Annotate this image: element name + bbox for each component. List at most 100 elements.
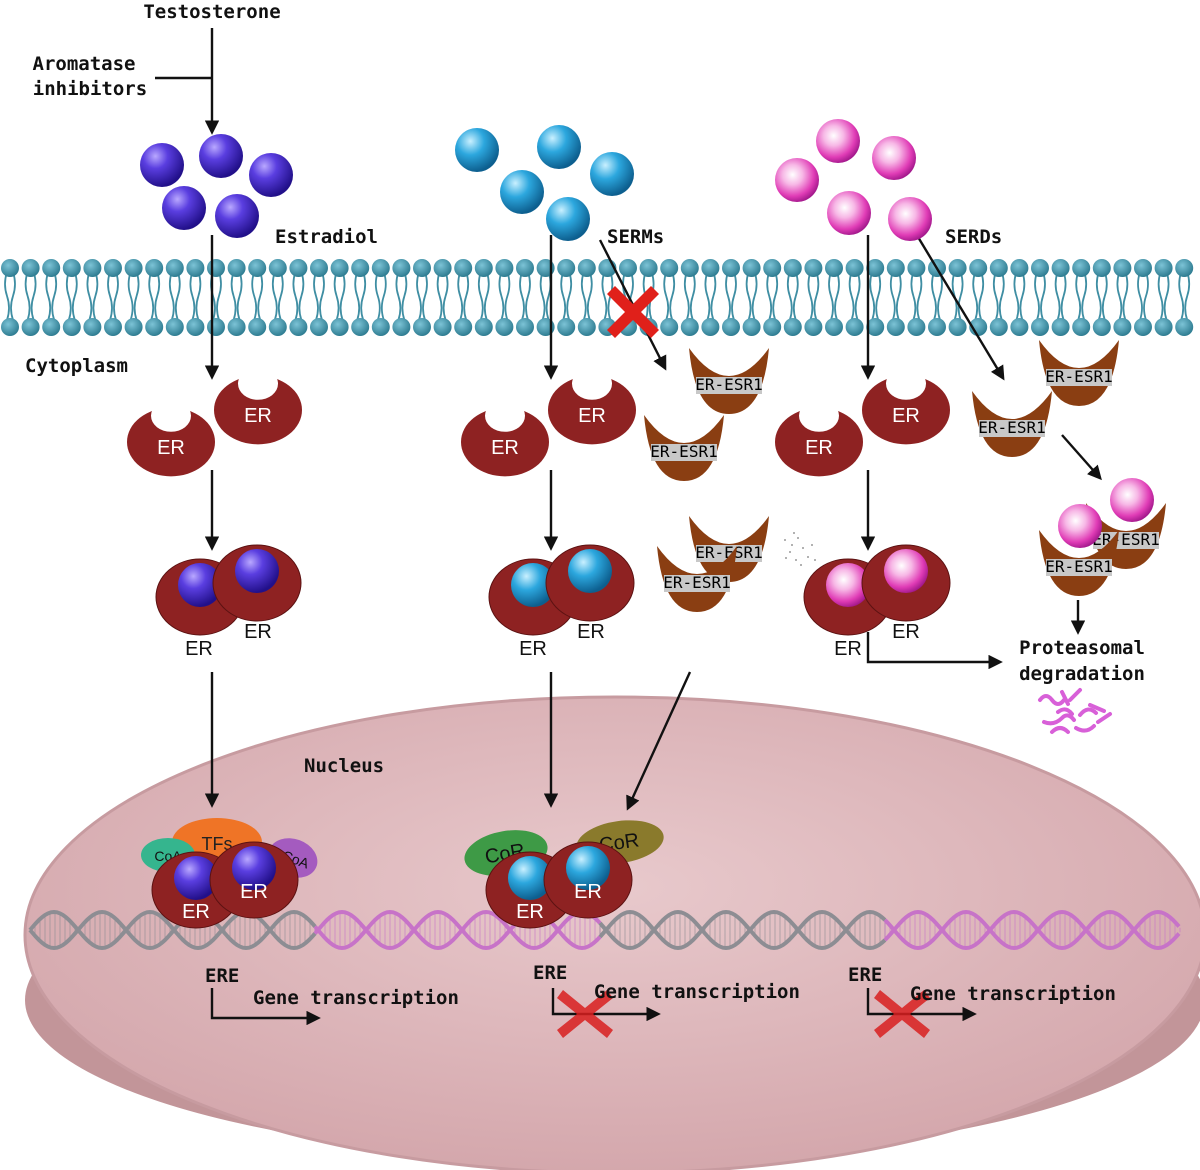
lipid-tail (380, 271, 387, 321)
lipid-tail (1081, 271, 1088, 321)
er-esr1-receptor: ER-ESR1 (689, 516, 769, 582)
lipid-tail (1075, 271, 1082, 321)
er-label: ER (805, 437, 833, 459)
serds-label: SERDs (945, 226, 1002, 248)
lipid-tail (725, 271, 731, 321)
esr1-label-bg (651, 444, 717, 461)
gene-transcription-label-3: Gene transcription (910, 983, 1116, 1005)
lipid-tail (45, 271, 52, 321)
er-outer-label-2a: ER (519, 638, 547, 660)
protein-fragments (1038, 688, 1112, 734)
lipid-tail (4, 271, 10, 321)
lipid-head (42, 318, 61, 336)
lipid-head (783, 318, 802, 336)
lipid-head (454, 318, 473, 336)
lipid-tail (580, 271, 587, 321)
lipid-head (104, 259, 122, 277)
lipid-tail (1116, 271, 1123, 321)
lipid-head (907, 259, 926, 277)
lipid-tail (813, 271, 820, 321)
er-outer-label-3a: ER (834, 638, 862, 660)
er-body (548, 375, 636, 445)
lipid-head (1092, 259, 1111, 277)
lipid-tail (1101, 271, 1108, 321)
tfs-label: TFs (202, 834, 233, 854)
lipid-head (557, 318, 576, 336)
er-esr1-receptor: ER-ESR1 (657, 546, 737, 612)
lipid-tail (10, 271, 16, 321)
lipid-head (165, 318, 184, 336)
lipid-head (351, 318, 370, 336)
er-esr1-receptor: ER-ESR1 (644, 415, 724, 481)
lipid-head (742, 318, 761, 336)
er-receptor-2a: ER (461, 399, 549, 477)
lipid-tail (107, 271, 113, 321)
bound-serd (1058, 504, 1102, 548)
er-esr1-receptor: ER-ESR1 (972, 391, 1052, 457)
er-label: ER (516, 901, 544, 923)
er-outer-label-1b: ER (244, 621, 272, 643)
serd-molecule (775, 158, 819, 202)
bound-ligand (884, 549, 928, 593)
lipid-head (1113, 318, 1132, 336)
arrow-gene-transcription-2 (551, 988, 661, 1022)
lipid-head (1092, 318, 1111, 336)
arrow-gene-transcription-3 (866, 988, 977, 1022)
estradiol-label: Estradiol (275, 226, 378, 248)
er-esr1-receptor: ER-ESR1 (1039, 340, 1119, 406)
lipid-head (371, 259, 390, 277)
dna-backbone (598, 909, 887, 951)
lipid-tail (168, 271, 175, 321)
lipid-tail (1060, 271, 1067, 321)
lipid-head (1031, 259, 1049, 277)
lipid-tail (86, 271, 93, 321)
lipid-head (948, 318, 967, 336)
lipid-tail (71, 271, 78, 321)
lipid-head (289, 318, 308, 336)
lipid-tail (895, 271, 902, 321)
lipid-tail (395, 271, 402, 321)
lipid-tail (869, 271, 876, 321)
lipid-tail (828, 271, 834, 321)
er-label: ER (244, 405, 272, 427)
lipid-tail (24, 271, 31, 321)
lipid-tail (298, 271, 305, 321)
er-body (461, 407, 549, 477)
lipid-tail (174, 271, 181, 321)
lipid-tail (148, 271, 155, 321)
lipid-tail (339, 271, 346, 321)
lipid-tail (374, 271, 381, 321)
er-binding-site (572, 367, 612, 400)
lipid-tail (848, 271, 855, 321)
lipid-head (186, 259, 205, 277)
lipid-head (783, 259, 802, 277)
lipid-tail (525, 271, 531, 321)
lipid-head (124, 259, 143, 277)
lipid-tail (834, 271, 840, 321)
bound-ligand (232, 846, 276, 890)
lipid-head (268, 259, 287, 277)
er-binding-site (799, 399, 839, 432)
lipid-head (577, 259, 596, 277)
lipid-tail (807, 271, 814, 321)
lipid-head (145, 259, 164, 277)
lipid-tail (992, 271, 999, 321)
esr1-label-bg (1046, 559, 1112, 576)
lipid-tail (1122, 271, 1129, 321)
lipid-tail (1054, 271, 1061, 321)
lipid-head (1134, 259, 1152, 277)
lipid-tail (786, 271, 793, 321)
lipid-tail (1163, 271, 1170, 321)
lipid-head (1072, 259, 1091, 277)
esr1-label: ER-ESR1 (1045, 557, 1112, 576)
lipid-tail (566, 271, 573, 321)
dna-strand (28, 909, 1181, 951)
lipid-head (433, 318, 452, 336)
estradiol-molecule (140, 143, 184, 187)
lipid-tail (195, 271, 202, 321)
lipid-tail (560, 271, 567, 321)
text-labels: Testosterone Aromatase inhibitors Estrad… (25, 1, 1145, 1009)
lipid-tail (92, 271, 99, 321)
